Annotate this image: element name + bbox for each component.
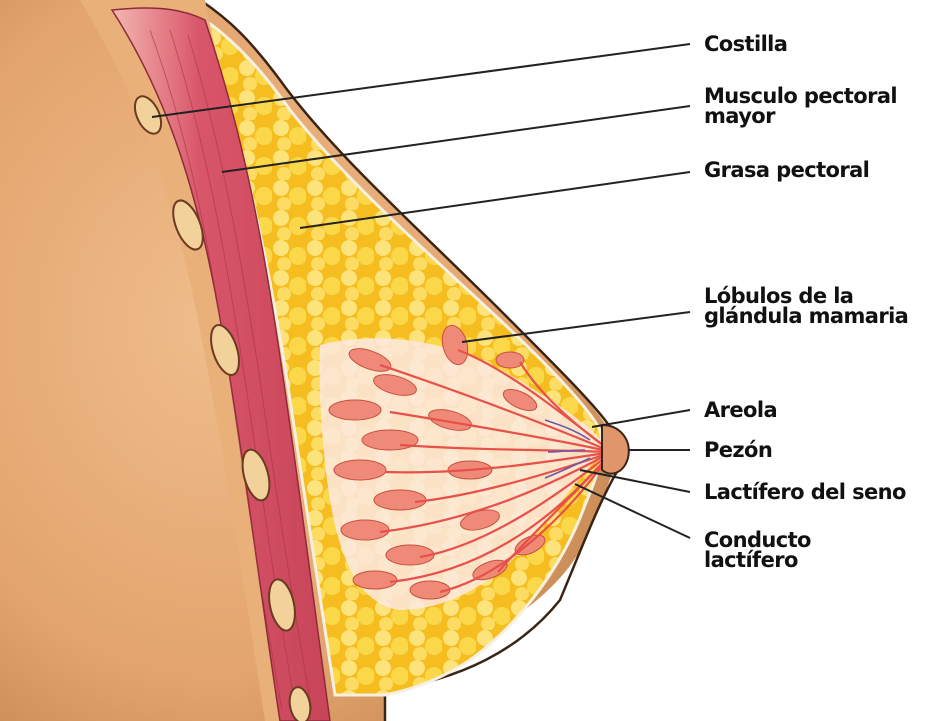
label-pezon: Pezón bbox=[704, 440, 772, 460]
label-lobulos-glandula-mamaria: Lóbulos de la glándula mamaria bbox=[704, 286, 908, 326]
label-areola: Areola bbox=[704, 400, 777, 420]
label-conducto-lactifero: Conducto lactífero bbox=[704, 530, 811, 570]
label-costilla: Costilla bbox=[704, 34, 787, 54]
label-lactifero-del-seno: Lactífero del seno bbox=[704, 482, 906, 502]
nipple bbox=[602, 425, 629, 474]
label-musculo-pectoral-mayor: Musculo pectoral mayor bbox=[704, 86, 897, 126]
label-grasa-pectoral: Grasa pectoral bbox=[704, 160, 869, 180]
leader-areola bbox=[592, 410, 690, 427]
